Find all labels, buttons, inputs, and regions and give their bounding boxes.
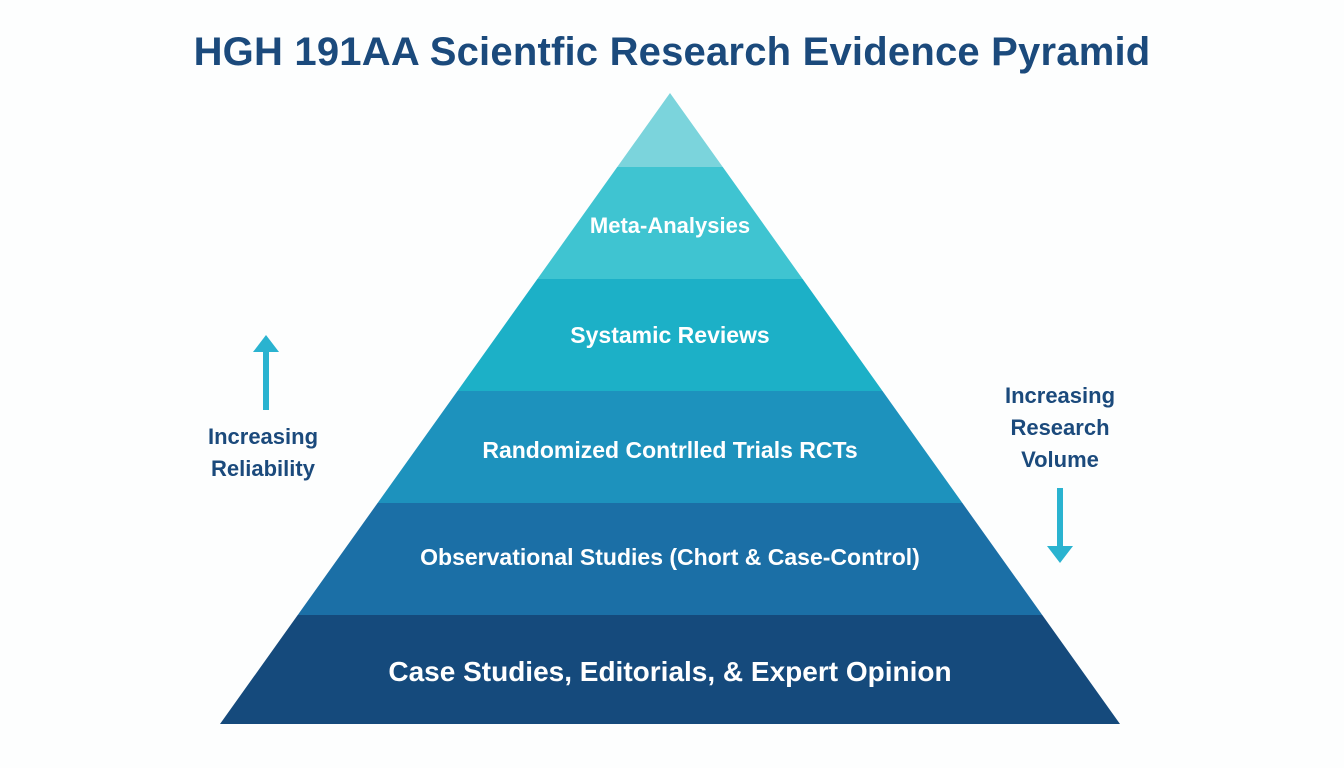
- pyramid-layer-4: [297, 503, 1043, 615]
- layer-label-systematic-reviews: Systamic Reviews: [570, 322, 770, 348]
- pyramid-layer-3: [377, 391, 963, 503]
- right-annotation-line: Research: [1010, 415, 1110, 440]
- left-annotation-line: Increasing: [207, 424, 319, 449]
- right-annotation: Increasing Research Volume: [980, 380, 1140, 476]
- pyramid-layer-5: [220, 615, 1120, 724]
- arrow-up-icon: [253, 335, 279, 410]
- left-annotation: Increasing Reliability: [183, 421, 343, 485]
- pyramid-layer-2: [457, 279, 883, 391]
- arrow-down-icon: [1047, 488, 1073, 563]
- layer-label-observational: Observational Studies (Chort & Case-Cont…: [420, 544, 920, 570]
- pyramid-layer-0: [617, 93, 723, 167]
- right-annotation-line: Increasing: [1004, 383, 1116, 408]
- layer-label-meta-analyses: Meta-Analysies: [589, 213, 751, 238]
- layer-label-case-studies: Case Studies, Editorials, & Expert Opini…: [388, 656, 952, 687]
- page-title: HGH 191AA Scientfic Research Evidence Py…: [193, 30, 1151, 74]
- right-annotation-line: Volume: [1021, 447, 1099, 472]
- layer-label-rcts: Randomized Contrlled Trials RCTs: [482, 437, 858, 463]
- left-annotation-line: Reliability: [211, 456, 315, 481]
- pyramid-layer-1: [537, 167, 803, 279]
